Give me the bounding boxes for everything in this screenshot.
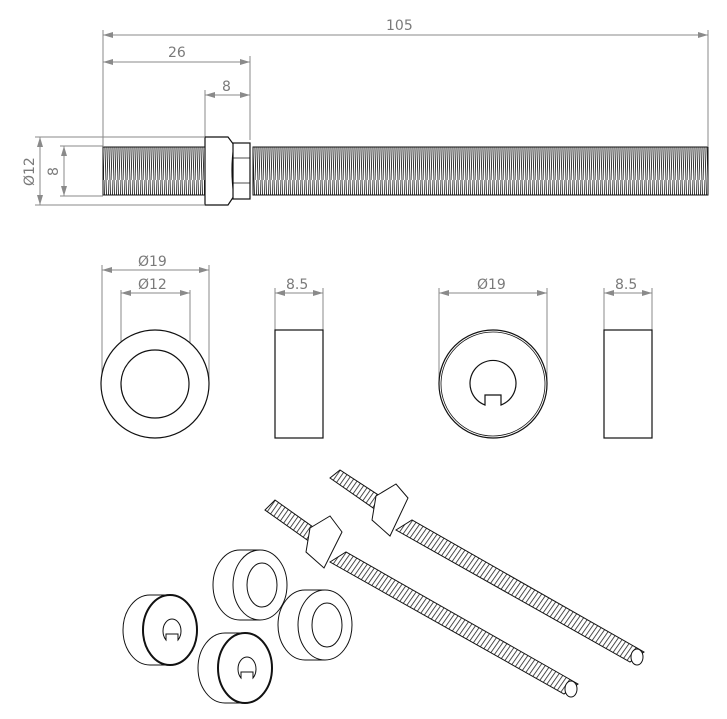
keyed-spacer-front-view: Ø19 [438,277,548,439]
iso-spacer-plain-1 [212,549,288,621]
dim-plain-inner: Ø12 [138,277,167,293]
dim-plain-outer: Ø19 [138,254,167,270]
iso-spacer-keyed-1 [122,594,198,666]
dim-thread-inner: 8 [46,167,62,176]
dim-thread-diameter: Ø12 [22,157,38,186]
isometric-view [122,469,645,704]
dim-nut-width: 8 [222,79,231,95]
dim-keyed-thickness: 8.5 [615,277,637,293]
keyed-spacer-side-view: 8.5 [603,277,653,439]
iso-spacer-plain-2 [277,589,353,661]
dim-plain-thickness: 8.5 [286,277,308,293]
dim-overall-length: 105 [386,18,413,34]
iso-spacer-keyed-2 [197,632,273,704]
plain-spacer-side-view: 8.5 [274,277,324,439]
dim-keyed-outer: Ø19 [477,277,506,293]
stud-side-view: 105 26 8 Ø12 8 [22,18,709,206]
plain-spacer-front-view: Ø19 Ø12 [100,254,210,439]
dim-nut-position: 26 [168,45,186,61]
iso-stud-front [264,499,579,698]
iso-stud-back [329,469,645,666]
